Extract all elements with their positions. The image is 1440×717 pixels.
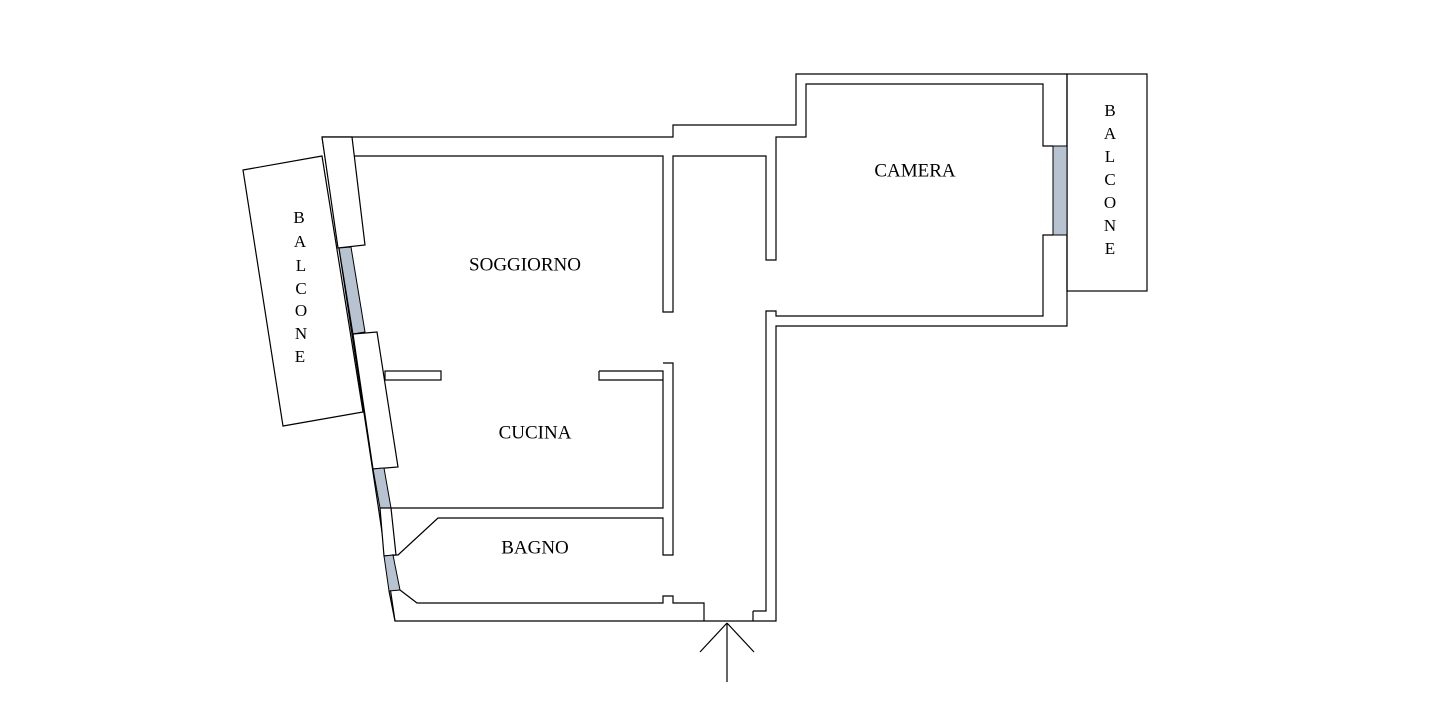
left-wall-bottom — [388, 590, 396, 622]
balcony-left: B A L C O N E — [242, 155, 364, 427]
left-wall-segment-top — [321, 136, 366, 249]
balcony-left-outline — [242, 155, 364, 427]
partition-kitchen-right — [391, 370, 664, 509]
balcony-left-letter-1: B — [293, 208, 304, 227]
balcony-left-letter-5: O — [295, 301, 307, 320]
inner-camera-right-wall — [753, 234, 1053, 612]
window-camera — [1052, 145, 1068, 236]
left-wall-segment-bathroom — [379, 507, 397, 557]
room-label-cucina: CUCINA — [499, 422, 572, 443]
balcony-left-letter-2: A — [294, 232, 307, 251]
balcony-left-letter-4: C — [295, 279, 306, 298]
room-label-soggiorno: SOGGIORNO — [469, 254, 581, 275]
partition-kitchen-top — [598, 371, 663, 381]
left-wall-segment-middle — [352, 331, 399, 470]
balcony-right-letter-2: A — [1104, 124, 1117, 143]
balcony-right-letter-1: B — [1104, 101, 1115, 120]
balcony-right-letter-3: L — [1105, 147, 1115, 166]
balcony-right-letter-4: C — [1104, 170, 1115, 189]
balcony-right-letter-6: N — [1104, 216, 1116, 235]
partition-corridor-left — [662, 362, 674, 556]
exterior-walls — [321, 73, 1068, 622]
room-label-camera: CAMERA — [874, 160, 956, 181]
bathroom-bottom-wall — [399, 589, 705, 621]
balcony-right-letter-7: E — [1105, 239, 1115, 258]
balcony-left-letter-3: L — [296, 256, 306, 275]
partition-stub-left — [384, 370, 442, 381]
balcony-right-letter-5: O — [1104, 193, 1116, 212]
interior-walls — [384, 362, 754, 621]
balcony-left-letter-6: N — [295, 324, 307, 343]
entrance-arrow-icon — [699, 622, 755, 682]
window-soggiorno — [338, 246, 366, 335]
balcony-right: B A L C O N E — [1066, 73, 1148, 292]
bathroom-top-wall — [392, 517, 664, 556]
room-label-bagno: BAGNO — [501, 537, 569, 558]
window-bagno — [383, 554, 401, 592]
inner-top-wall — [352, 83, 1053, 313]
balcony-left-letter-7: E — [295, 347, 305, 366]
